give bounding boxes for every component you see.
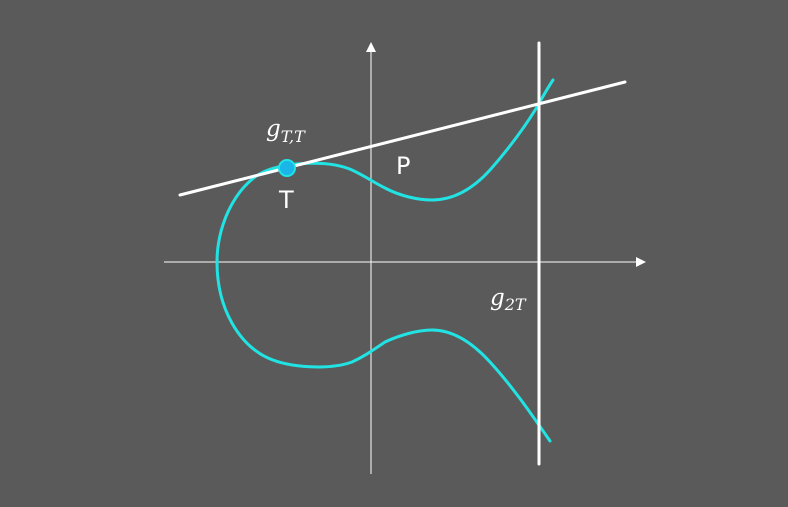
elliptic-curve-upper-branch — [215, 78, 555, 264]
point-t-marker — [278, 159, 296, 177]
tangent-line — [178, 80, 627, 197]
tangent-line-label: gT,T — [266, 116, 306, 146]
point-p-label: P — [396, 152, 410, 180]
point-t-label: T — [278, 186, 294, 214]
vertical-line-label: g2T — [490, 285, 527, 314]
elliptic-curve-lower-branch — [215, 260, 552, 443]
